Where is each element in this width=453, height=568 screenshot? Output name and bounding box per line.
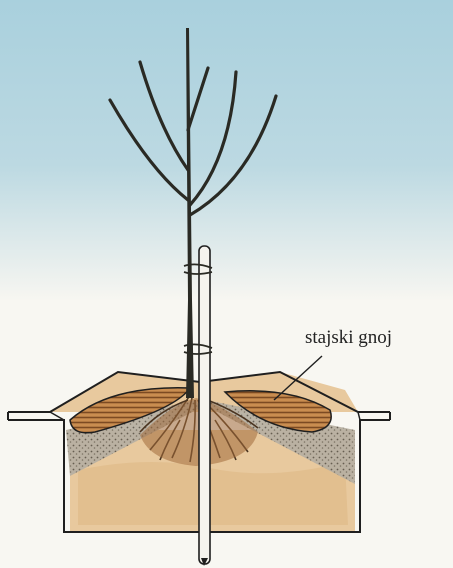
manure-label: stajski gnoj — [305, 327, 392, 348]
sky-background — [0, 0, 453, 300]
support-stake — [199, 246, 210, 566]
